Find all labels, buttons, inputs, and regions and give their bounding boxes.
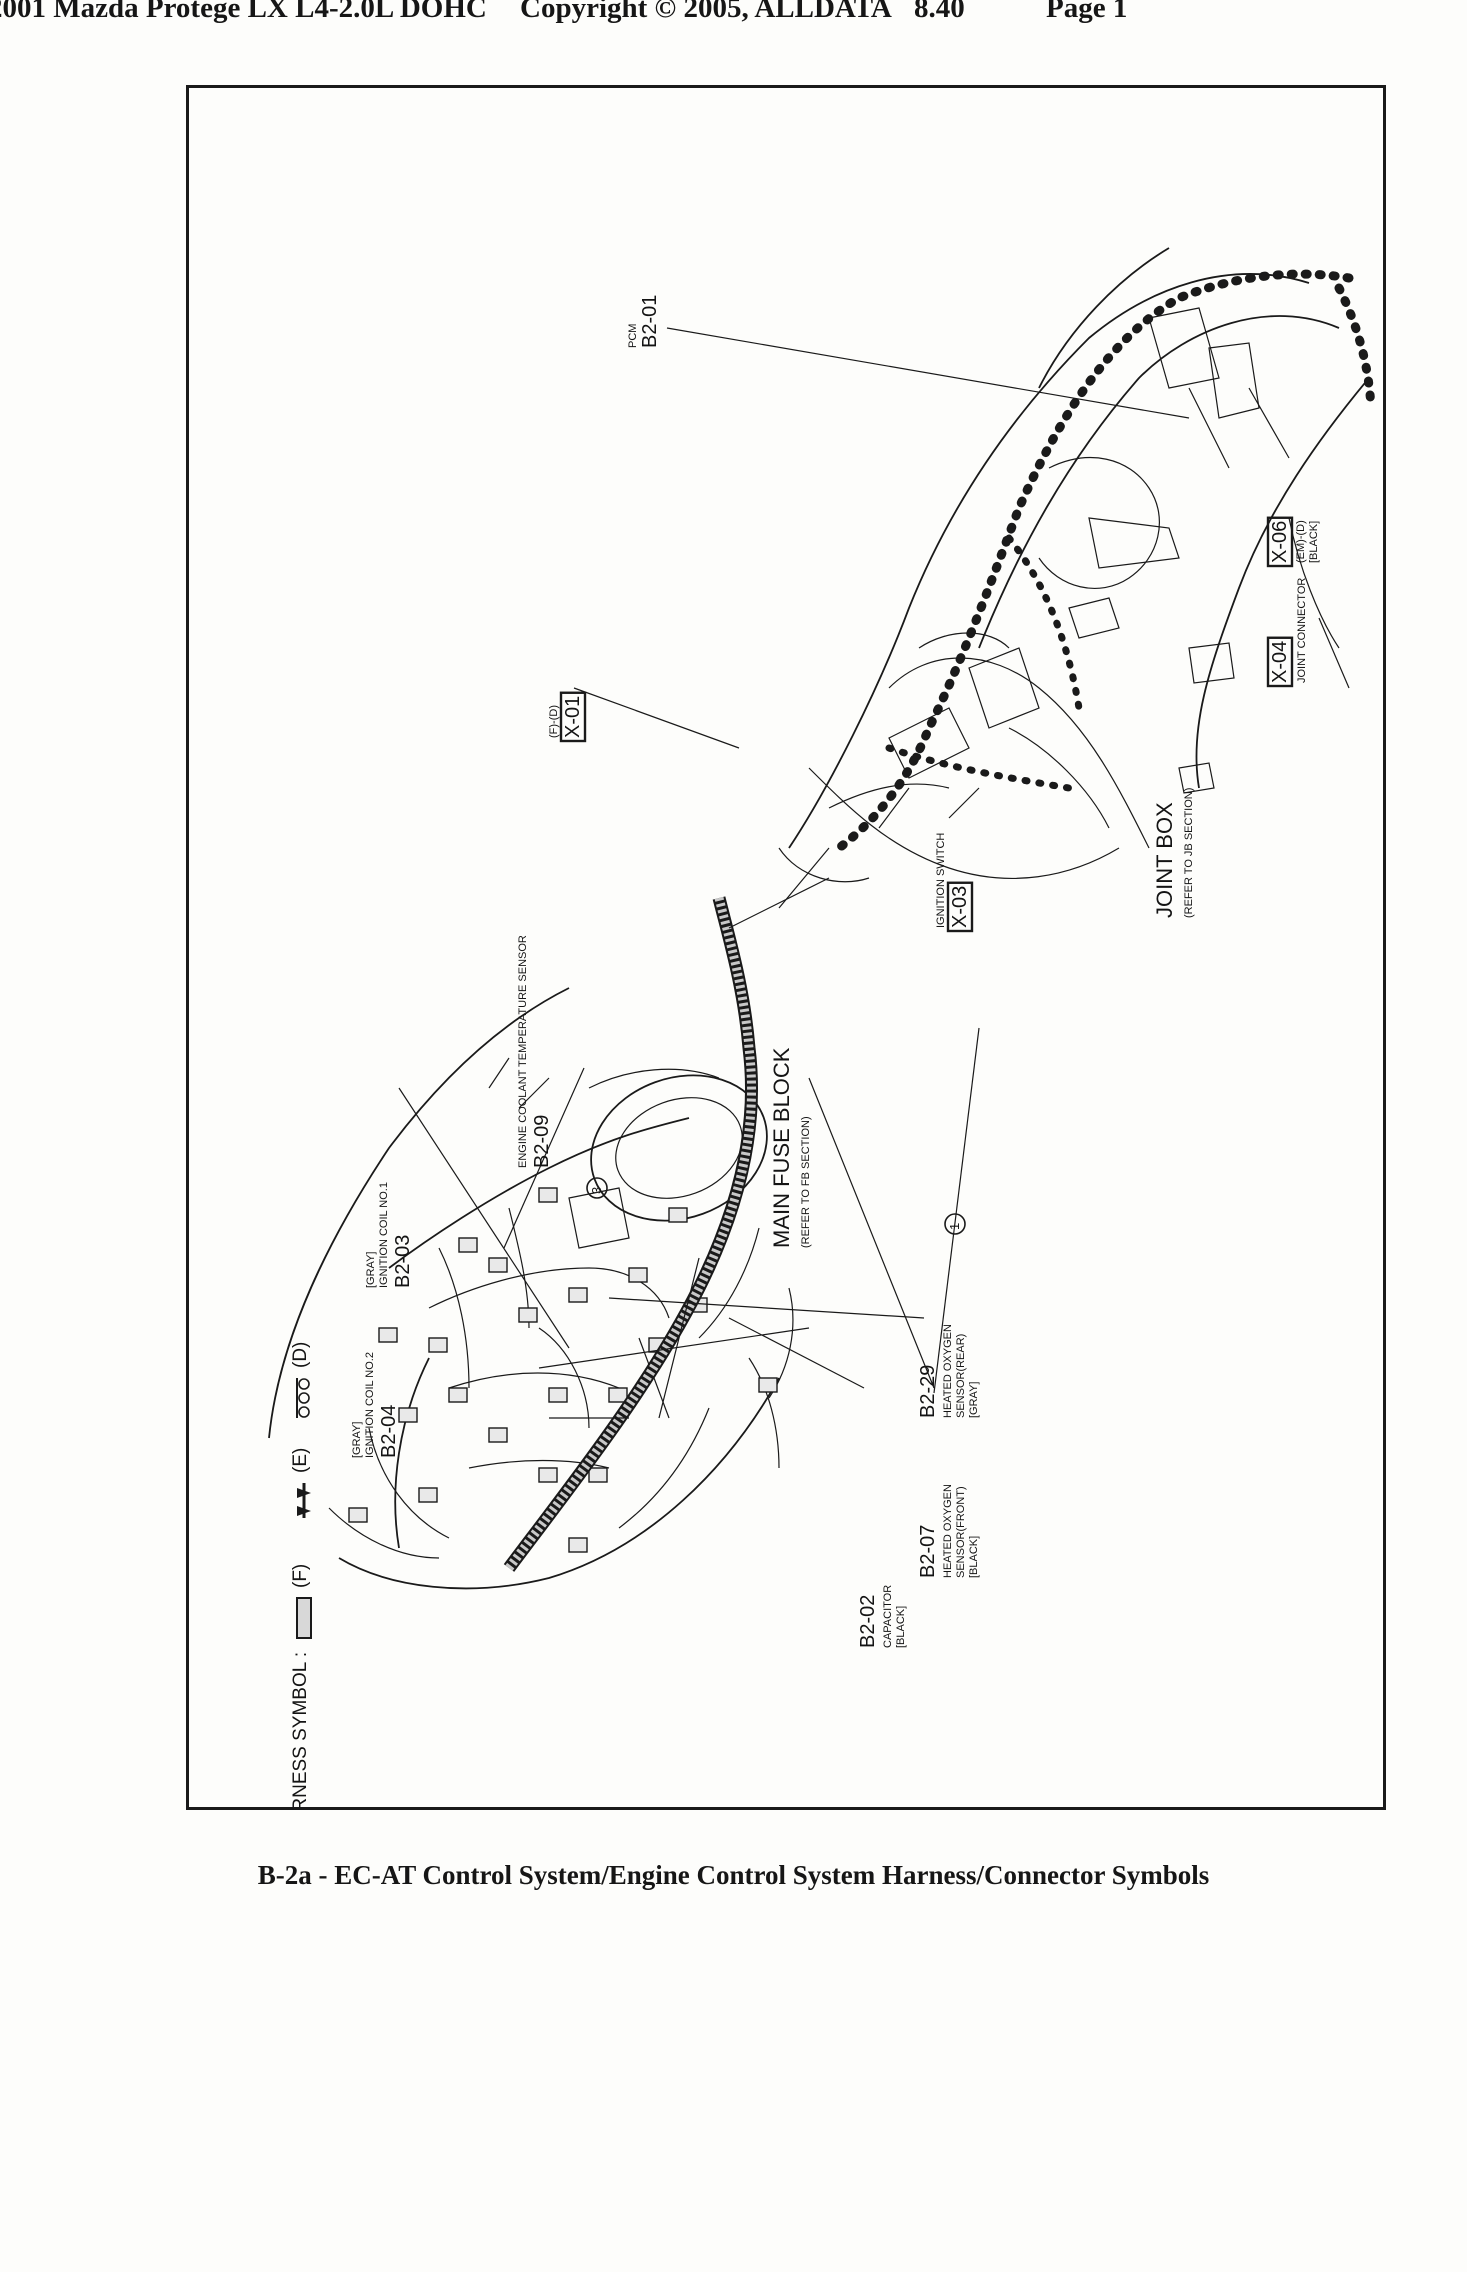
joint-box-ref: (REFER TO JB SECTION) <box>1183 788 1195 918</box>
x-01-desc: (F)-(D) <box>548 705 560 738</box>
b2-02-label: B2-02 <box>857 1595 879 1648</box>
legend-d-label: (D) <box>290 1342 311 1368</box>
symbol-d-icon <box>296 1378 310 1418</box>
symbol-f-icon <box>296 1597 312 1639</box>
main-fuse-block-ref: (REFER TO FB SECTION) <box>800 1116 812 1248</box>
x-04-label: X-04 <box>1269 641 1291 683</box>
page-header: 2001 Mazda Protege LX L4-2.0L DOHC Copyr… <box>0 0 1467 30</box>
b2-29-desc-2: SENSOR(REAR) <box>955 1334 967 1418</box>
main-fuse-block-label: MAIN FUSE BLOCK <box>769 1047 794 1248</box>
legend-e-label: (E) <box>290 1448 311 1473</box>
b2-29-label: B2-29 <box>917 1365 939 1418</box>
vehicle-title: 2001 Mazda Protege LX L4-2.0L DOHC <box>0 0 487 24</box>
copyright-notice: Copyright © 2005, ALLDATA <box>520 0 892 24</box>
x-04-desc: JOINT CONNECTOR <box>1296 578 1308 683</box>
b2-03-color: [GRAY] <box>365 1252 377 1288</box>
joint-box-label: JOINT BOX <box>1152 802 1177 918</box>
b2-02-color: [BLACK] <box>895 1606 907 1648</box>
x-03-desc: IGNITION SWITCH <box>935 833 947 928</box>
circle-3-icon <box>586 1177 608 1199</box>
legend-f-label: (F) <box>290 1564 311 1588</box>
figure-caption: B-2a - EC-AT Control System/Engine Contr… <box>257 1860 1210 1890</box>
engine-harness-band <box>503 896 759 1572</box>
legend-symbols <box>296 1378 312 1639</box>
b2-03-label: B2-03 <box>392 1235 414 1288</box>
x-01-label-box <box>559 691 587 743</box>
b2-04-desc: IGNITION COIL NO.2 <box>364 1352 376 1458</box>
x-03-label: X-03 <box>949 886 971 928</box>
b2-04-color: [GRAY] <box>351 1422 363 1458</box>
circle-1-label: 1 <box>947 1223 962 1230</box>
x-06-label: X-06 <box>1269 521 1291 563</box>
circle-3-label: 3 <box>589 1187 604 1194</box>
leader-lines <box>398 327 1190 1419</box>
circle-1-icon <box>944 1213 966 1235</box>
b2-01-label: B2-01 <box>639 295 661 348</box>
b2-04-label: B2-04 <box>378 1405 400 1458</box>
b2-01-desc: PCM <box>627 324 639 348</box>
b2-03-desc: IGNITION COIL NO.1 <box>378 1182 390 1288</box>
b2-09-label: B2-09 <box>531 1115 553 1168</box>
dashboard-drawing <box>778 247 1370 883</box>
harness-symbol-label: HARNESS SYMBOL : <box>290 1652 311 1807</box>
b2-07-color: [BLACK] <box>968 1536 980 1578</box>
version-number: 8.40 <box>914 0 965 24</box>
b2-29-desc-1: HEATED OXYGEN <box>942 1324 954 1418</box>
x-06-color-1: (EM)-(D) <box>1295 520 1307 563</box>
dashboard-harness <box>834 269 1376 853</box>
b2-07-desc-1: HEATED OXYGEN <box>942 1484 954 1578</box>
page-number: Page 1 <box>1046 0 1128 24</box>
b2-29-color: [GRAY] <box>968 1382 980 1418</box>
x-04-label-box <box>1266 636 1294 688</box>
b2-09-desc: ENGINE COOLANT TEMPERATURE SENSOR <box>517 935 529 1168</box>
x-01-label: X-01 <box>562 696 584 738</box>
x-06-color-2: [BLACK] <box>1308 521 1320 563</box>
b2-07-label: B2-07 <box>917 1525 939 1578</box>
x-03-label-box <box>946 881 974 933</box>
x-06-label-box <box>1266 516 1294 568</box>
b2-07-desc-2: SENSOR(FRONT) <box>955 1486 967 1578</box>
b2-02-desc: CAPACITOR <box>882 1585 894 1648</box>
engine-drawing <box>268 987 794 1590</box>
